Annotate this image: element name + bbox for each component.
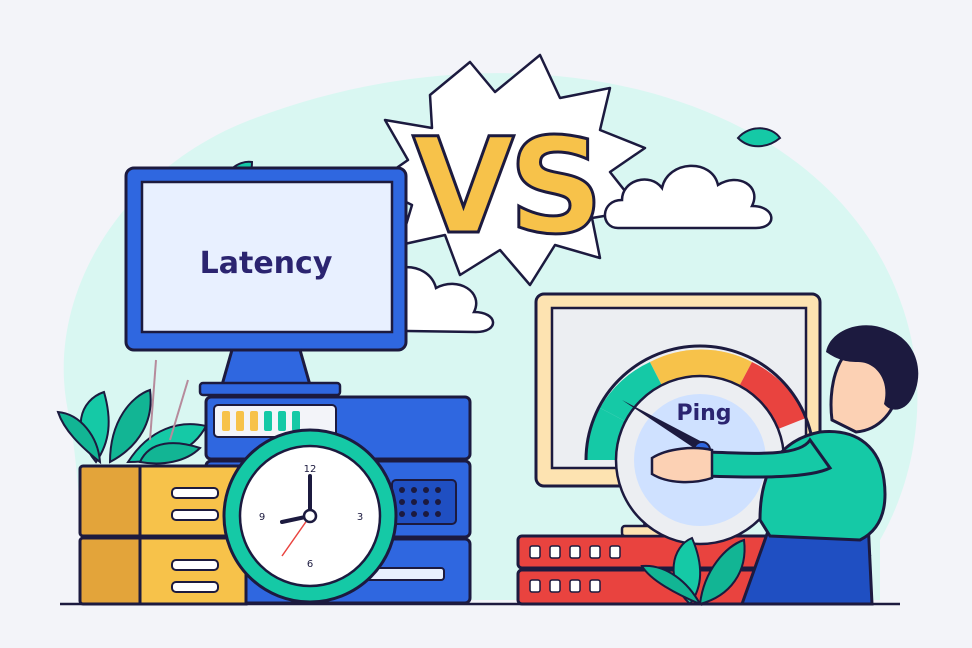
clock-numeral-6: 6	[307, 559, 313, 570]
plant-left	[56, 359, 208, 465]
storage-boxes	[78, 464, 248, 606]
clock-numeral-9: 9	[259, 512, 265, 523]
gauge-needle	[622, 400, 706, 452]
person	[650, 325, 919, 606]
latency-label: Latency	[200, 246, 333, 281]
clock-second-hand	[281, 515, 311, 557]
clock-numeral-12: 12	[304, 464, 317, 475]
leaf-top-right	[736, 127, 782, 148]
ping-label: Ping	[676, 401, 731, 426]
latency-monitor: Latency	[124, 166, 408, 397]
wall-clock: 12 3 6 9	[222, 428, 398, 604]
plant-right	[640, 536, 746, 607]
clock-numeral-3: 3	[357, 512, 363, 523]
cloud-right	[603, 164, 773, 230]
vs-text: VS	[412, 110, 597, 264]
